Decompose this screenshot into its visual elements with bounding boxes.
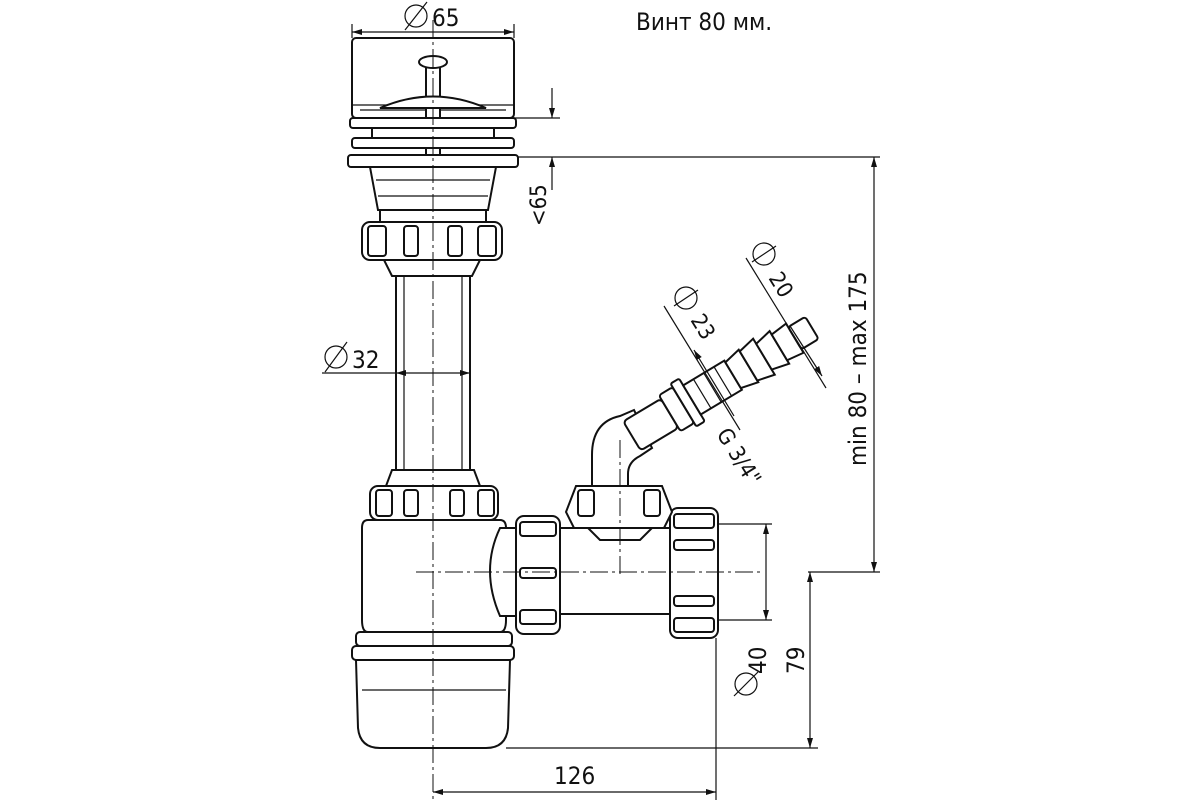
bottle-union-nut: [369, 485, 499, 521]
dim-height-65: <65: [514, 88, 880, 226]
dim-65-label: 65: [432, 4, 459, 32]
dim-height-79: 79: [506, 572, 818, 749]
dim-lt65-label: <65: [527, 184, 552, 226]
dim-diameter-40: 40: [718, 523, 772, 697]
top-union-nut: [361, 221, 503, 277]
dim-range: min 80 – max 175: [808, 157, 880, 573]
thread-label: G 3/4": [711, 424, 765, 490]
dim-diameter-65: 65: [351, 1, 515, 38]
dim-32-label: 32: [352, 346, 379, 374]
dim-20-label: 20: [763, 268, 798, 303]
outlet-assembly: [515, 507, 719, 639]
dim-range-label: min 80 – max 175: [844, 271, 872, 466]
screw-note: Винт 80 мм.: [636, 8, 772, 36]
bottle-trap: [351, 519, 521, 749]
dim-width-126: 126: [433, 638, 717, 800]
dim-23-label: 23: [685, 310, 720, 345]
center-lines: [416, 20, 760, 800]
dim-40-label: 40: [744, 647, 772, 674]
appliance-branch: [564, 316, 819, 541]
dim-diameter-32: 32: [322, 341, 470, 376]
dim-126-label: 126: [554, 762, 595, 790]
dim-79-label: 79: [782, 647, 810, 674]
